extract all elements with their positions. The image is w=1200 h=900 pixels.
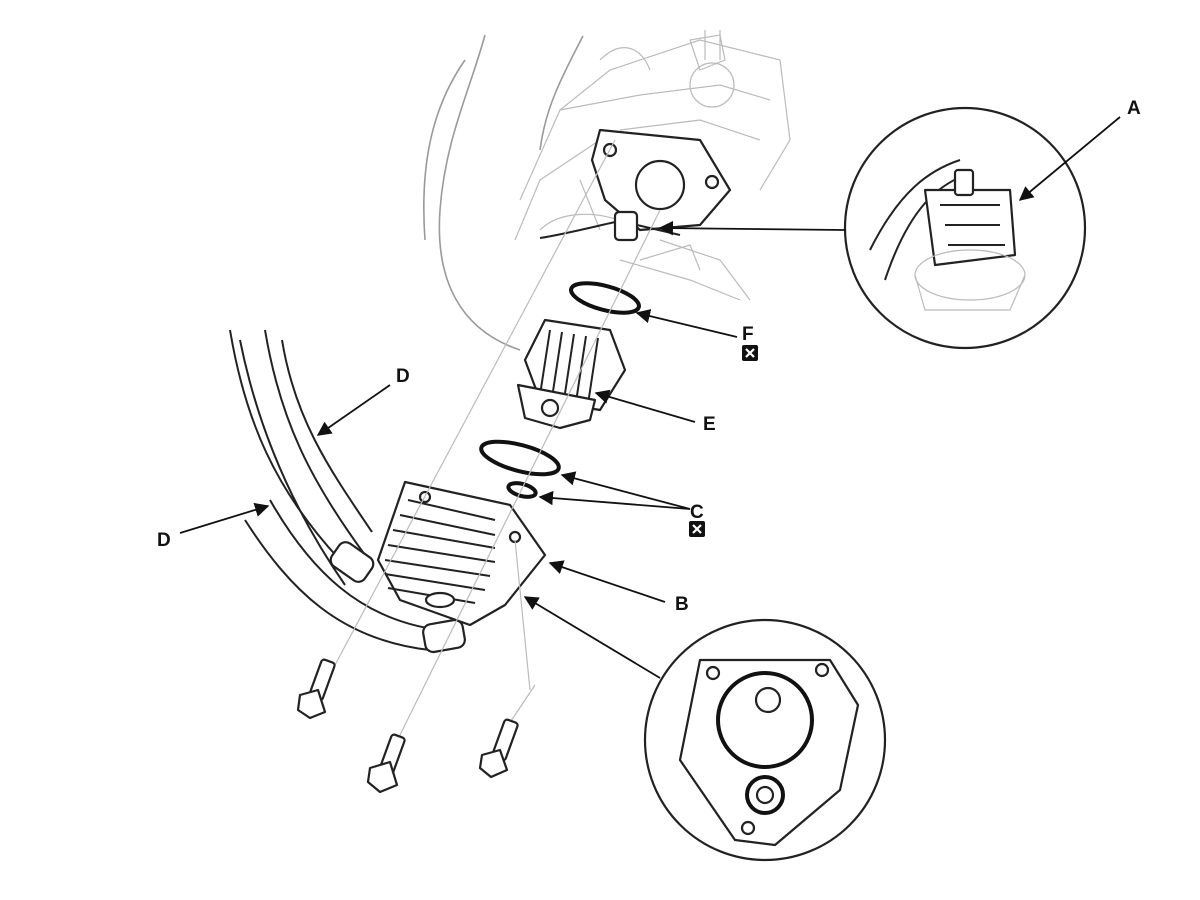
coolant-hoses <box>229 329 466 654</box>
callout-f: F <box>742 324 754 345</box>
callout-leaders <box>179 116 1121 603</box>
pressure-sensor <box>539 210 681 242</box>
detail-view-cooler-face <box>523 596 887 862</box>
callout-d-upper: D <box>396 366 410 387</box>
o-ring-c-small <box>506 481 538 499</box>
bolt-3 <box>478 718 519 779</box>
detail-view-sensor <box>658 106 1087 350</box>
engine-block <box>423 30 791 351</box>
callout-d-lower: D <box>157 530 171 551</box>
callout-e: E <box>703 414 716 435</box>
mounting-bolts <box>296 139 661 794</box>
replace-part-icon <box>742 345 758 361</box>
o-ring-c-large <box>479 439 561 477</box>
o-ring-f <box>569 281 641 315</box>
callout-a: A <box>1127 98 1141 119</box>
oil-cooler <box>376 480 547 627</box>
replace-part-icon <box>689 521 705 537</box>
callout-b: B <box>675 594 689 615</box>
bolt-1 <box>296 658 336 720</box>
oil-filter-element <box>516 318 627 430</box>
callout-c: C <box>690 502 704 523</box>
bolt-2 <box>366 733 406 794</box>
filter-housing-flange <box>590 128 732 232</box>
